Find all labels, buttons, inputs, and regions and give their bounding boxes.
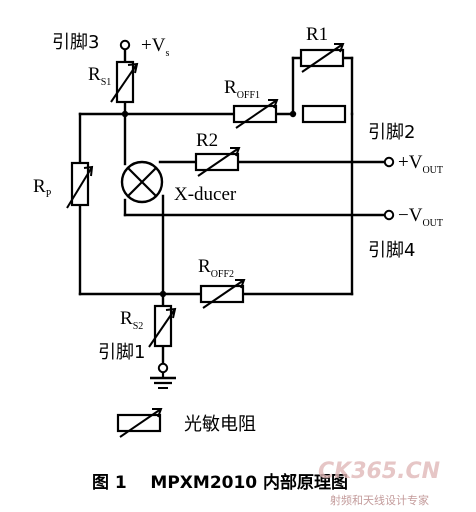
vout-pos-label: +VOUT <box>398 152 443 176</box>
junctions <box>121 110 297 298</box>
pin3-label: 引脚3 <box>52 32 99 53</box>
terminal-vout-pos <box>383 156 395 168</box>
pin1-label: 引脚1 <box>98 342 145 363</box>
xducer-label: X-ducer <box>174 184 237 205</box>
vout-neg-label: −VOUT <box>398 205 443 229</box>
resistor-r1 <box>299 43 345 73</box>
resistor-rs1 <box>110 60 139 104</box>
ground-symbol <box>150 362 176 389</box>
resistor-rp <box>66 161 94 209</box>
svg-text:射频和天线设计专家: 射频和天线设计专家 <box>330 493 429 507</box>
resistor-r2 <box>194 147 241 177</box>
roff2-label: ROFF2 <box>198 256 234 280</box>
resistor-roff1 <box>232 99 279 129</box>
resistor-rs2 <box>148 304 177 348</box>
rs1-label: RS1 <box>88 64 111 88</box>
terminal-vout-neg <box>383 209 395 221</box>
figure-caption: 图 1 MPXM2010 内部原理图 <box>92 472 348 493</box>
pin4-label: 引脚4 <box>368 240 415 261</box>
legend-label: 光敏电阻 <box>184 414 256 435</box>
resistor-parallel-fixed <box>301 104 347 124</box>
resistor-roff2 <box>199 279 246 309</box>
vs-label: +Vs <box>141 35 169 59</box>
xducer-transducer <box>120 160 164 204</box>
watermark-logo: CK365.CN 射频和天线设计专家 <box>318 459 440 507</box>
rp-label: RP <box>33 176 52 200</box>
svg-text:CK365.CN: CK365.CN <box>318 459 440 484</box>
roff1-label: ROFF1 <box>224 77 260 101</box>
legend-photoresistor: 光敏电阻 <box>116 408 256 438</box>
terminal-vs <box>119 39 131 51</box>
r1-label: R1 <box>306 24 328 45</box>
rs2-label: RS2 <box>120 308 143 332</box>
pin2-label: 引脚2 <box>368 122 415 143</box>
r2-label: R2 <box>196 130 218 151</box>
